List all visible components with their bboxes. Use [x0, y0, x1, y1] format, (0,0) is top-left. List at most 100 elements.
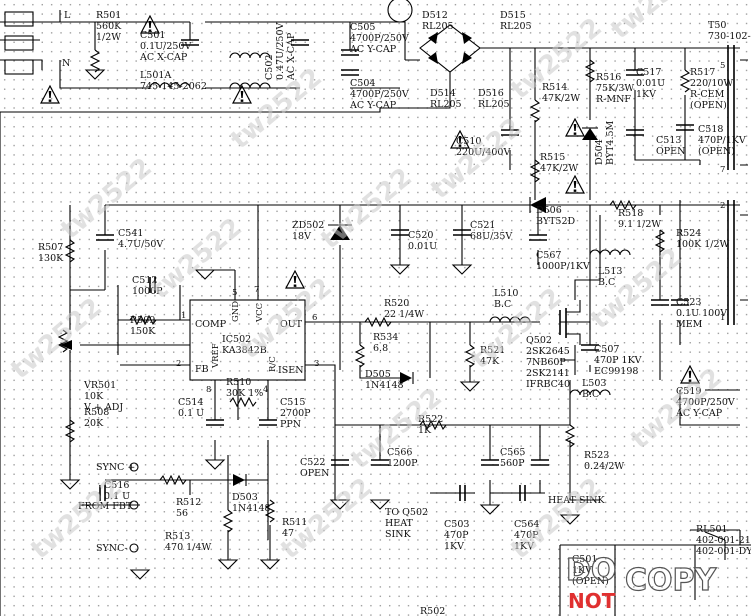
- transformer-pin: 1: [720, 313, 725, 323]
- component-label-line: 0.1 U: [104, 491, 130, 502]
- transformer-pin: 7: [720, 165, 725, 175]
- ground-icon: [459, 381, 481, 392]
- sink-label: SINK: [385, 529, 412, 540]
- resistor-icon: [529, 159, 541, 183]
- warning-icons: [40, 14, 700, 384]
- component-label-line: C519: [676, 386, 701, 397]
- component-label-line: RL205: [478, 99, 510, 110]
- capacitor-icon: [671, 299, 689, 306]
- capacitor-icon: [626, 69, 644, 76]
- warning-icon: [140, 14, 160, 34]
- component-label-line: 470P/1KV: [698, 135, 746, 146]
- component-label-line: D504: [594, 139, 605, 165]
- component-label-line: R508: [84, 407, 109, 418]
- ground-icon: [59, 479, 81, 490]
- from-fbt-label: FROM FBT: [78, 501, 133, 512]
- component-label-line: C502: [264, 55, 275, 80]
- component-label-line: B.C: [598, 277, 615, 288]
- component-label-line: L503: [582, 378, 606, 389]
- component-label-line: C503: [444, 519, 469, 530]
- component-label-line: 56: [176, 508, 188, 519]
- ic502-block: COMP GND VCC OUT FB VREF R/C ISEN IC502 …: [176, 285, 319, 395]
- ground-icon: [259, 559, 281, 570]
- component-label-line: 4700P/250V: [350, 33, 409, 44]
- ground-icons: [59, 69, 581, 580]
- component-label-line: MEM: [676, 319, 703, 330]
- component-label-line: 1KV: [572, 565, 592, 576]
- resistor-icon: [364, 316, 392, 328]
- component-label-line: R511: [282, 517, 307, 528]
- component-label-line: L501A: [140, 70, 171, 81]
- warning-icon: [40, 84, 60, 104]
- component-label-line: 1000P: [132, 286, 163, 297]
- component-label-line: R522: [418, 414, 443, 425]
- component-label-line: R534: [373, 332, 398, 343]
- ac-n-label: N: [62, 58, 70, 69]
- component-label-line: AC Y-CAP: [675, 408, 723, 419]
- component-label-line: 470P: [444, 530, 469, 541]
- heat-sink-label: HEAT SINK: [548, 495, 605, 506]
- ic-name: IC502: [222, 334, 251, 345]
- resistor-icon: [159, 474, 187, 486]
- component-label-line: R523: [584, 450, 609, 461]
- inductor-icon: [149, 82, 191, 89]
- watermark-text: tw2522: [315, 162, 418, 255]
- component-label-line: (OPEN): [690, 100, 727, 111]
- component-label-line: 1KV: [514, 541, 534, 552]
- component-label-line: C505: [350, 22, 375, 33]
- capacitor-icon: [96, 234, 114, 241]
- resistor-icon: [264, 499, 276, 523]
- warning-icon: [573, 181, 577, 192]
- component-label-line: 4700P/250V: [676, 397, 735, 408]
- component-label-line: 1N4148: [365, 380, 404, 391]
- component-label-line: AC X-CAP: [286, 32, 297, 81]
- component-label-line: B.C: [494, 299, 511, 310]
- component-label-line: 0.01U: [636, 78, 665, 89]
- capacitor-icon: [149, 277, 156, 293]
- component-label-line: 2SK2141: [526, 368, 570, 379]
- component-label-line: 4.7U/50V: [118, 239, 163, 250]
- ic-pin-out: OUT: [280, 319, 303, 330]
- resistor-icon: [609, 199, 637, 211]
- component-label-line: 745-145-2062: [140, 81, 207, 92]
- symbols: [4, 0, 726, 580]
- component-label-line: R521: [480, 345, 505, 356]
- resistor-icon: [222, 509, 234, 533]
- warning-icon: [293, 276, 297, 287]
- component-label-line: 30K 1%: [226, 388, 263, 399]
- component-label-line: C567: [536, 250, 561, 261]
- component-label-line: 220/10W: [690, 78, 733, 89]
- warning-icon: [573, 124, 577, 135]
- warning-icon: [458, 136, 462, 147]
- component-label-line: 0.24/2W: [584, 461, 624, 472]
- warning-icon: [688, 371, 692, 382]
- component-label-line: R-MNF: [596, 94, 631, 105]
- component-label-line: IFRBC40: [526, 379, 570, 390]
- ground-icon: [559, 514, 581, 525]
- capacitor-icon: [581, 344, 599, 351]
- ground-icon: [217, 559, 239, 570]
- resistor-icon: [229, 396, 257, 408]
- transformer-pin: 2: [720, 201, 725, 211]
- component-label-line: AC Y-CAP: [349, 100, 397, 111]
- capacitor-icons: [96, 39, 694, 501]
- component-label-line: C564: [514, 519, 539, 530]
